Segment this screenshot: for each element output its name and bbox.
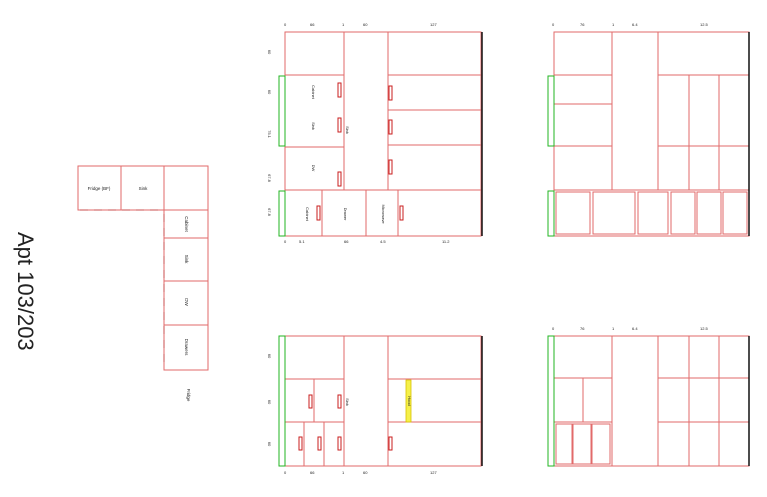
elev-handle xyxy=(337,394,342,409)
dim-side: 60 xyxy=(267,354,272,359)
dim-top: 0 xyxy=(552,22,555,27)
elev-handle xyxy=(388,159,393,175)
elev-drawer xyxy=(637,191,669,235)
dim-bottom: 0 xyxy=(284,239,287,244)
elev-label-cabinet-2: Cabinet xyxy=(305,207,310,222)
dim-top: 0 xyxy=(552,326,555,331)
dim-side: 67.8 xyxy=(267,174,272,183)
plan-label-fridge: Fridge xyxy=(186,389,191,402)
elev-green-panel xyxy=(547,335,555,467)
elev-label-dw: DW xyxy=(311,165,316,172)
elev-handle xyxy=(399,205,404,221)
plan-label-sink-2: Sink xyxy=(184,255,189,265)
elev-tall-unit xyxy=(611,31,659,191)
elev-frame xyxy=(553,31,750,237)
dim-top: 12.5 xyxy=(700,22,709,27)
dim-bottom: 66 xyxy=(310,470,315,475)
plan-label-sink: Sink xyxy=(139,186,149,191)
elev-green-panel xyxy=(278,75,286,147)
dim-top: 6.4 xyxy=(632,22,638,27)
plan-label-cabinet: Cabinet xyxy=(184,216,189,232)
elev-drawer xyxy=(591,423,611,465)
elev-green-panel xyxy=(547,75,555,147)
dim-bottom: 0 xyxy=(284,470,287,475)
elev-green-panel xyxy=(278,190,286,237)
elev-handle xyxy=(316,205,321,221)
elev-label-drawer: Drawer xyxy=(343,208,348,222)
dim-top: 76 xyxy=(580,22,585,27)
elev-handle xyxy=(388,85,393,101)
dim-top: 1 xyxy=(612,326,615,331)
elev-handle xyxy=(388,119,393,135)
dim-bottom: 1 xyxy=(342,470,345,475)
dim-side: 67.8 xyxy=(267,208,272,217)
dim-top: 1 xyxy=(342,22,345,27)
elev-green-panel xyxy=(278,335,286,467)
elev-handle xyxy=(317,436,322,451)
elev-green-panel xyxy=(547,190,555,237)
elevation-bottom-left: Sink Hood 60 60 60 0 66 1 60 127 xyxy=(267,335,483,475)
elev-label-cabinet: Cabinet xyxy=(311,85,316,100)
elev-drawer xyxy=(696,191,722,235)
elev-handle xyxy=(308,394,313,409)
elev-hood-highlight xyxy=(405,379,412,423)
elevation-top-left: Cabinet Sink DW Sink Cabinet Drawer Micr… xyxy=(267,22,483,244)
elev-handle xyxy=(298,436,303,451)
dim-top: 6.4 xyxy=(632,326,638,331)
dim-top: 60 xyxy=(363,22,368,27)
elev-handle xyxy=(388,436,393,451)
elev-label-hood: Hood xyxy=(407,396,412,406)
elev-label-sink-2: Sink xyxy=(345,126,350,134)
elev-tall-unit xyxy=(343,335,389,467)
dim-bottom: 4.5 xyxy=(380,239,386,244)
dim-side: 60 xyxy=(267,50,272,55)
dim-top: 0 xyxy=(284,22,287,27)
plan-label-dw: DW xyxy=(184,298,189,306)
dim-top: 127 xyxy=(430,22,437,27)
elev-drawer xyxy=(572,423,592,465)
dim-bottom: 60 xyxy=(363,470,368,475)
dim-bottom: 66 xyxy=(344,239,349,244)
elevation-bottom-right: 0 76 1 6.4 12.5 xyxy=(547,326,750,467)
elev-drawer xyxy=(722,191,748,235)
dim-top: 76 xyxy=(580,326,585,331)
dim-side: 60 xyxy=(267,90,272,95)
elev-label-sink: Sink xyxy=(311,122,316,130)
dim-bottom: 11.2 xyxy=(442,239,450,244)
elev-tall-unit xyxy=(611,335,659,467)
elev-handle xyxy=(337,117,342,133)
elev-label-sink: Sink xyxy=(345,398,350,406)
elev-tall-unit xyxy=(343,31,389,191)
plan-label-fridge-bf: Fridge (BF) xyxy=(88,186,111,191)
dim-side: 75.1 xyxy=(267,130,272,139)
dim-side: 60 xyxy=(267,400,272,405)
elev-handle xyxy=(337,82,342,98)
dim-top: 1 xyxy=(612,22,615,27)
dim-side: 60 xyxy=(267,442,272,447)
dim-top: 66 xyxy=(310,22,315,27)
elevation-top-right: 0 76 1 6.4 12.5 xyxy=(547,22,750,237)
dim-top: 12.5 xyxy=(700,326,709,331)
floor-plan xyxy=(77,165,209,371)
dim-bottom: 127 xyxy=(430,470,437,475)
elev-label-microwave: Microwave xyxy=(381,204,386,224)
elev-drawer xyxy=(555,423,573,465)
elev-handle xyxy=(337,436,342,451)
elev-drawer xyxy=(592,191,636,235)
dim-bottom: 5.1 xyxy=(299,239,305,244)
plan-label-drawers: Drawers xyxy=(184,339,189,357)
elev-drawer xyxy=(670,191,696,235)
elev-handle xyxy=(337,171,342,187)
elev-drawer xyxy=(555,191,591,235)
